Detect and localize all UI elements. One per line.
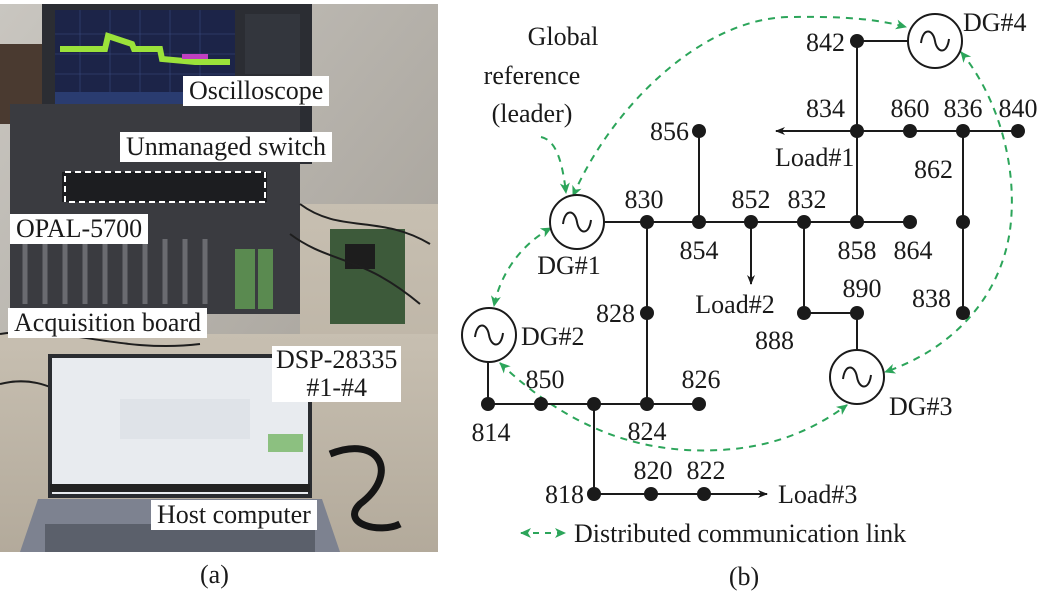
load-label-l2: Load#2 [695,290,774,319]
bus-node-850[interactable] [534,397,548,411]
bus-label-820: 820 [634,456,673,485]
generator-label-dg1: DG#1 [537,251,601,280]
bus-node-816[interactable] [587,397,601,411]
bus-label-852: 852 [732,185,771,214]
bus-node-828[interactable] [640,306,654,320]
bus-label-864: 864 [894,236,933,265]
generator-dg3[interactable]: DG#3 [829,349,953,421]
bus-node-852[interactable] [744,215,758,229]
bus-node-842[interactable] [850,34,864,48]
bus-node-830[interactable] [640,215,654,229]
bus-node-822[interactable] [697,487,711,501]
power-adapter-cable [328,445,402,532]
generators: DG#1DG#2DG#3 DG#4 [461,8,1027,421]
testbed-photo: Oscilloscope Unmanaged switch OPAL-5700 … [0,4,438,552]
bus-label-818: 818 [545,480,584,509]
bus-label-856: 856 [650,117,689,146]
bus-label-850: 850 [526,365,565,394]
caption-a: (a) [200,560,229,589]
bus-node-838[interactable] [956,306,970,320]
ac-source-icon [474,324,504,346]
global-reference-line1: Global [528,22,599,51]
bus-label-860: 860 [891,94,930,123]
bus-label-832: 832 [788,185,827,214]
generator-dg2[interactable]: DG#2 [461,307,585,363]
dsp-label-line2: #1-#4 [306,373,368,402]
bus-label-822: 822 [687,456,726,485]
bus-label-858: 858 [838,236,877,265]
bus-node-864[interactable] [903,215,917,229]
dsp-label-line1: DSP-28335 [276,345,398,374]
bus-label-834: 834 [806,94,845,123]
bus-node-856[interactable] [692,124,706,138]
buses: 842 834 860 836 840 856 830 854 852 832 858 864 862 8… [472,28,1038,509]
generator-dg1[interactable]: DG#1 [537,194,605,280]
oscilloscope-label: Oscilloscope [183,76,330,106]
switch-highlight-box [64,171,266,203]
bus-node-826[interactable] [692,397,706,411]
bus-node-820[interactable] [644,487,658,501]
acquisition-board-label: Acquisition board [8,308,208,338]
bus-label-814: 814 [472,418,511,447]
bus-label-862: 862 [914,155,953,184]
bus-label-854: 854 [680,236,719,265]
legend-label: Distributed communication link [574,519,906,548]
bus-label-830: 830 [625,185,664,214]
comm-link-leader-dg1 [540,136,570,194]
bus-label-828: 828 [596,299,635,328]
bus-label-824: 824 [628,417,667,446]
bus-node-854[interactable] [692,215,706,229]
bus-node-834[interactable] [850,124,864,138]
bus-node-840[interactable] [1011,124,1025,138]
host-computer-label: Host computer [151,500,317,530]
bus-node-824[interactable] [640,397,654,411]
ac-source-icon [562,211,592,233]
bus-label-888: 888 [755,326,794,355]
bus-node-890[interactable] [850,306,864,320]
bus-node-814[interactable] [481,397,495,411]
load-label-l3: Load#3 [778,480,857,509]
caption-b: (b) [729,562,759,591]
ac-source-icon [842,366,872,388]
generator-label-dg4: DG#4 [963,8,1027,37]
bus-label-842: 842 [806,28,845,57]
legend: Distributed communication link [520,519,906,548]
bus-node-832[interactable] [797,215,811,229]
generator-label-dg2: DG#2 [521,322,585,351]
switch-label: Unmanaged switch [120,132,333,162]
comm-link-dg4-dg3 [884,51,1013,374]
bus-label-890: 890 [843,274,882,303]
bus-node-888[interactable] [797,306,811,320]
generator-label-dg3: DG#3 [889,392,953,421]
global-reference-line3: (leader) [492,99,573,128]
bus-label-838: 838 [912,284,951,313]
generator-dg4[interactable]: DG#4 [907,8,1027,69]
opal-label: OPAL-5700 [10,214,149,244]
bus-node-862[interactable] [956,215,970,229]
global-reference-line2: reference [484,61,581,90]
bus-node-836[interactable] [956,124,970,138]
load-label-l1: Load#1 [775,143,854,172]
bus-node-860[interactable] [903,124,917,138]
bus-label-836: 836 [944,94,983,123]
bus-node-818[interactable] [587,487,601,501]
bus-label-840: 840 [999,94,1038,123]
bus-node-858[interactable] [850,215,864,229]
dsp-label: DSP-28335 #1-#4 [272,345,402,402]
feeder-lines [487,40,1018,495]
ac-source-icon [920,30,950,52]
dsp-boards [235,229,405,324]
bus-label-826: 826 [682,365,721,394]
